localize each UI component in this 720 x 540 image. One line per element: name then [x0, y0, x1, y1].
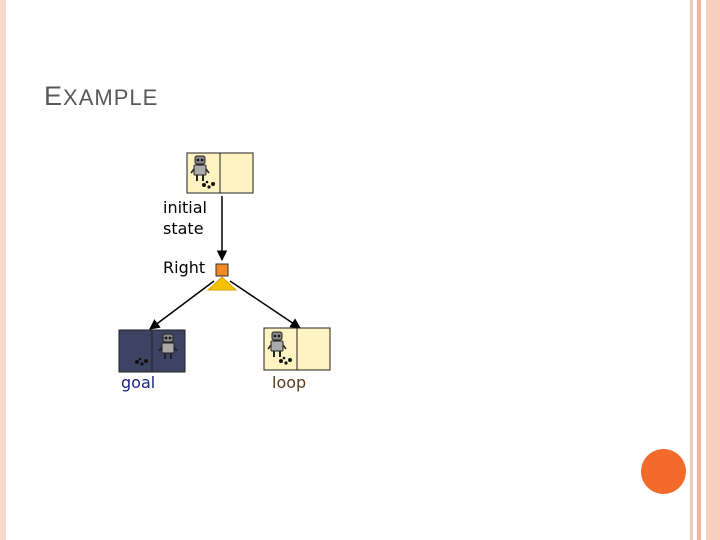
- action-label: Right: [163, 258, 206, 277]
- decorative-circle: [641, 449, 686, 494]
- goal-state-left-cell: [118, 329, 153, 373]
- loop-label: loop: [272, 373, 307, 392]
- initial-state-label-line1: initial: [163, 198, 207, 217]
- slide-title-rest: XAMPLE: [63, 85, 159, 110]
- initial-state-label-line2: state: [163, 219, 204, 238]
- decorative-stripe-1: [690, 0, 693, 540]
- decorative-stripe-2: [697, 0, 701, 540]
- and-node-cone: [206, 276, 238, 291]
- initial-state-right-cell: [219, 152, 254, 194]
- slide-title: EXAMPLE: [44, 76, 158, 113]
- slide-title-first-letter: E: [44, 81, 64, 111]
- decorative-stripe-3: [706, 0, 720, 540]
- initial-state-node: [186, 152, 254, 194]
- action-node: [215, 263, 229, 277]
- edge-to-loop: [229, 280, 301, 329]
- goal-state-node: [118, 329, 186, 373]
- edge-to-goal: [149, 280, 215, 330]
- goal-label: goal: [121, 373, 156, 392]
- decorative-stripe-left: [0, 0, 6, 540]
- loop-state-node: [263, 327, 331, 371]
- loop-state-right-cell: [296, 327, 331, 371]
